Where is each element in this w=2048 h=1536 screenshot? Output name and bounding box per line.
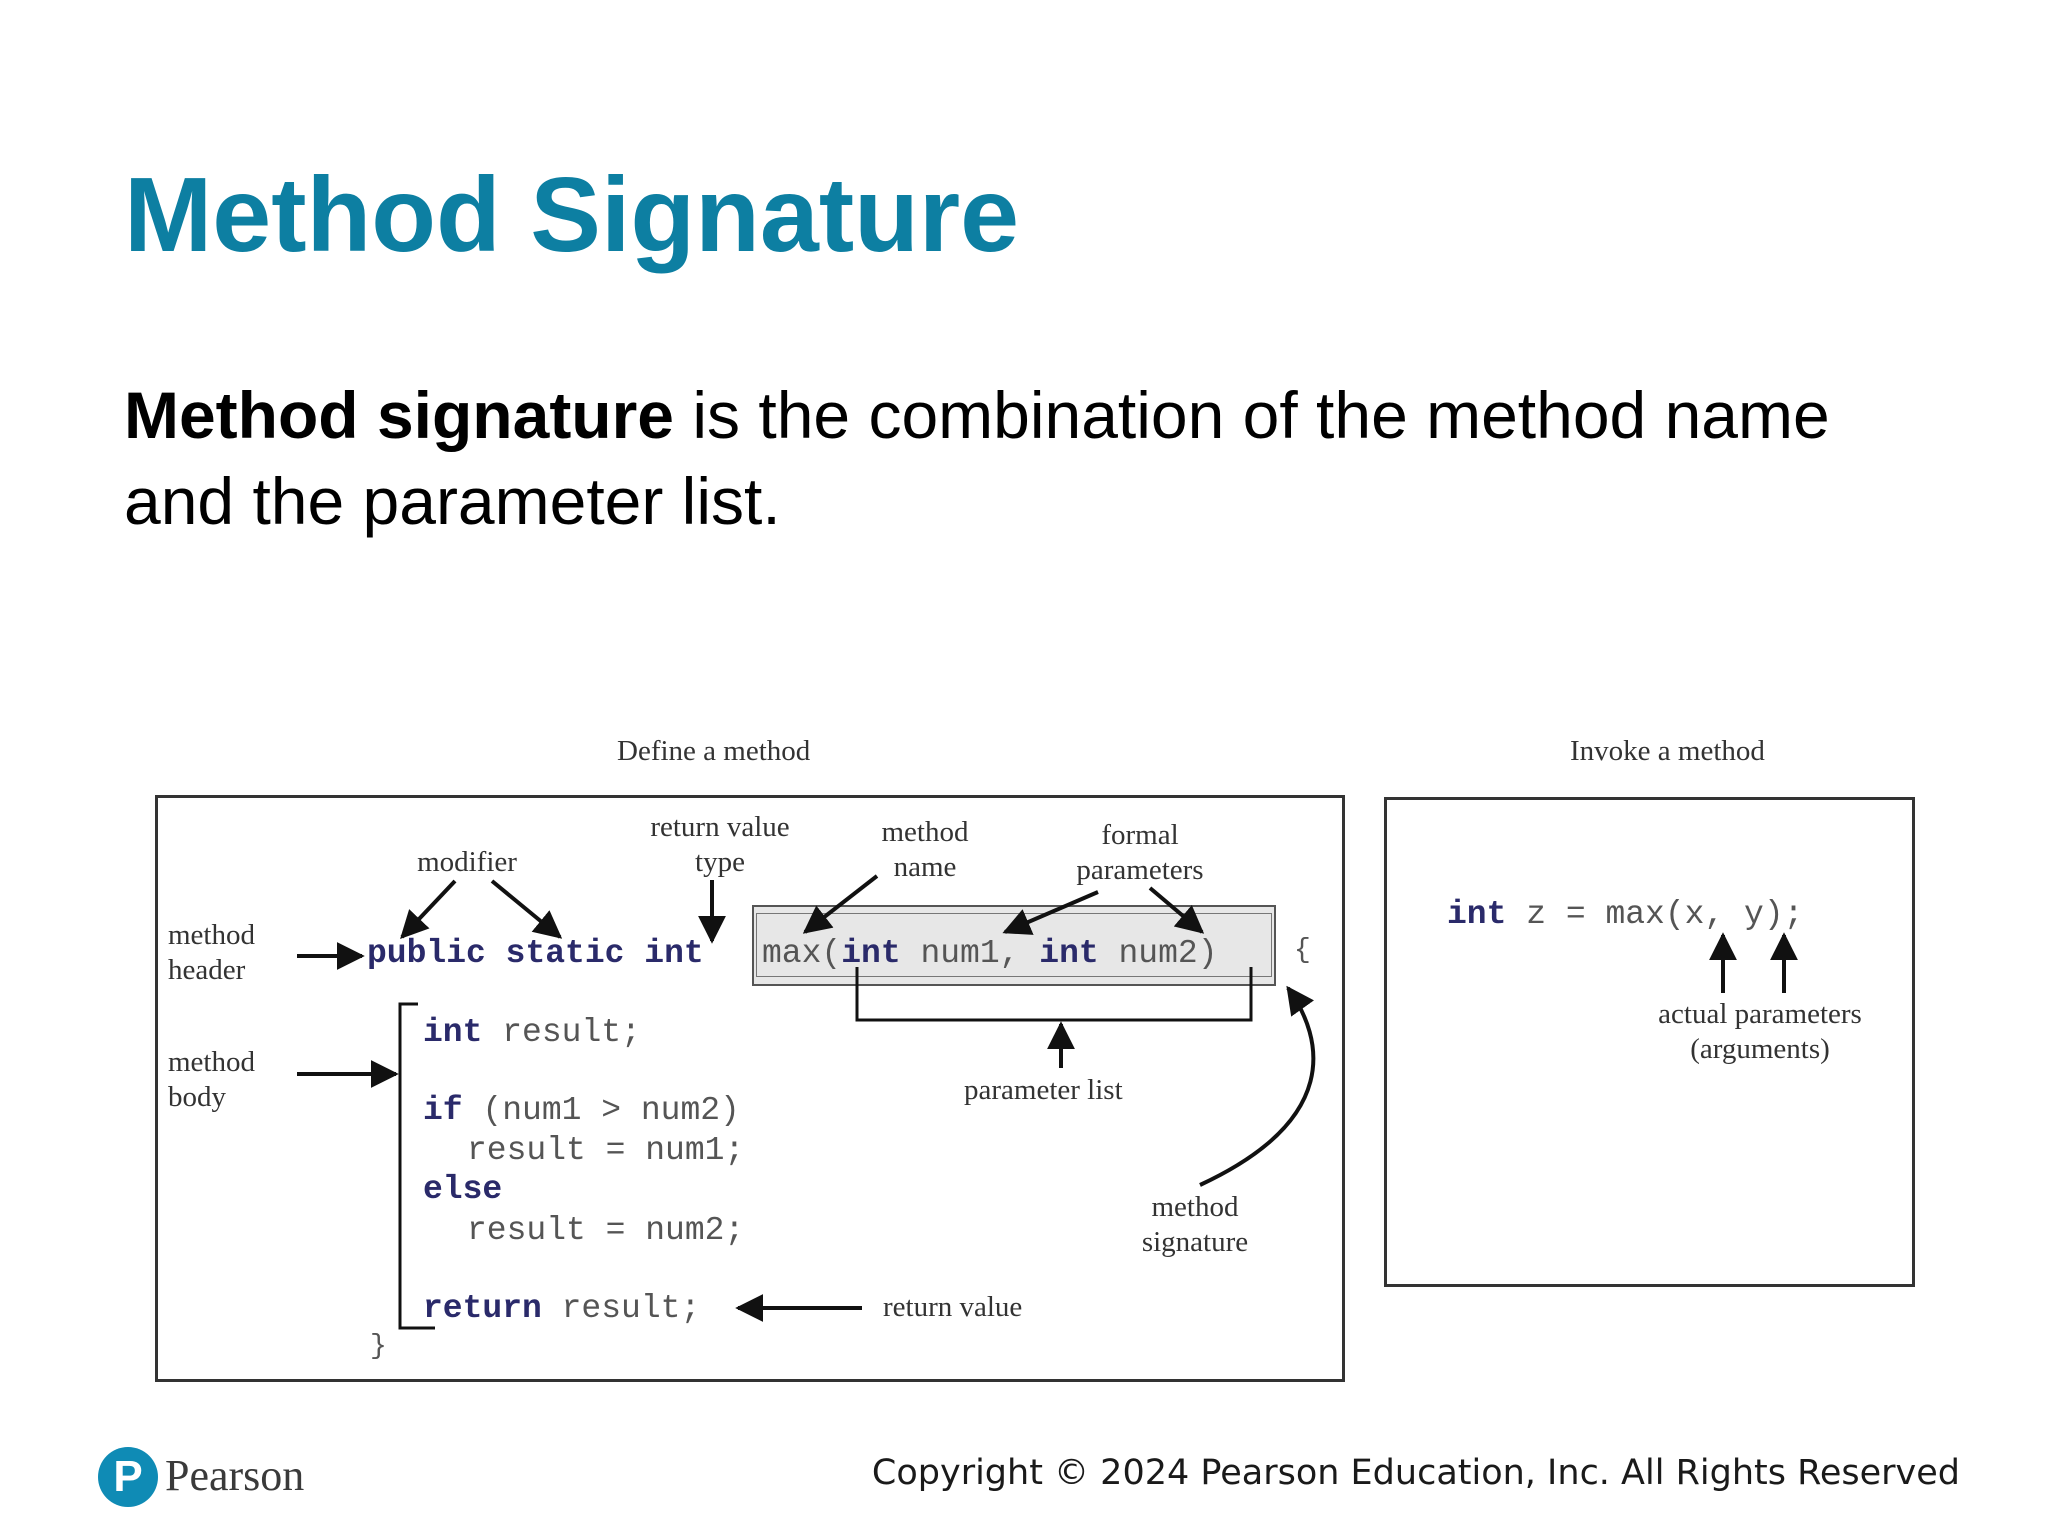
kw-int-return-type: int <box>644 935 704 972</box>
code-line-if: if (num1 > num2) <box>423 1094 740 1127</box>
label-modifier: modifier <box>417 846 517 878</box>
label-return-value: return value <box>883 1291 1023 1323</box>
invoke-kw-int: int <box>1447 896 1507 933</box>
kw-public: public <box>367 935 486 972</box>
kw-return: return <box>423 1290 542 1327</box>
pearson-logo-letter: P <box>113 1452 143 1501</box>
kw-if: if <box>423 1092 463 1129</box>
label-return-value-type-line2: type <box>695 846 745 878</box>
decl-kw-int: int <box>423 1014 483 1051</box>
label-method-name-line1: method <box>881 816 969 848</box>
method-header-code: public static int <box>367 937 704 970</box>
label-actual-parameters-line1: actual parameters <box>1658 998 1862 1030</box>
label-method-header-line2: header <box>168 954 246 986</box>
code-line-assign-1: result = num1; <box>467 1132 745 1169</box>
kw-static: static <box>505 935 625 972</box>
open-brace: { <box>1294 935 1311 966</box>
copyright-notice: Copyright © 2024 Pearson Education, Inc.… <box>871 1453 1960 1493</box>
code-line-declaration: int result; <box>423 1016 641 1049</box>
sig-method-name: max( <box>762 935 842 972</box>
label-return-value-type-line1: return value <box>650 811 790 843</box>
define-method-frame <box>155 795 1345 1382</box>
label-actual-parameters-line2: (arguments) <box>1690 1033 1830 1065</box>
code-line-else: else <box>423 1173 502 1206</box>
label-method-body-line1: method <box>168 1046 255 1078</box>
label-method-signature-line1: method <box>1151 1191 1239 1223</box>
code-line-return: return result; <box>423 1292 700 1325</box>
label-method-signature-line2: signature <box>1141 1226 1249 1258</box>
code-line-assign-2: result = num2; <box>467 1212 745 1249</box>
invoke-method-heading: Invoke a method <box>1570 735 1765 767</box>
decl-rest: result; <box>482 1014 641 1051</box>
definition-term: Method signature <box>124 378 675 452</box>
return-expr: result; <box>541 1290 701 1327</box>
definition-text: Method signature is the combination of t… <box>124 372 1944 544</box>
pearson-logo: P <box>98 1447 158 1507</box>
invoke-method-frame <box>1384 797 1915 1287</box>
label-formal-parameters-line1: formal <box>1101 819 1179 851</box>
sig-param-2: num2) <box>1098 935 1218 972</box>
label-method-name-line2: name <box>893 851 957 883</box>
method-signature-code: max(int num1, int num2) <box>762 937 1218 970</box>
sig-kw-int-2: int <box>1039 935 1099 972</box>
close-brace: } <box>370 1331 387 1362</box>
slide-title: Method Signature <box>124 156 1020 274</box>
label-parameter-list: parameter list <box>964 1074 1123 1106</box>
invoke-rest: z = max(x, y); <box>1506 896 1804 933</box>
invoke-code: int z = max(x, y); <box>1447 898 1803 931</box>
define-method-heading: Define a method <box>617 735 811 767</box>
label-method-body-line2: body <box>168 1081 226 1113</box>
definition-rest: is the combination of the method name an… <box>124 378 1830 538</box>
sig-kw-int-1: int <box>841 935 901 972</box>
pearson-wordmark: Pearson <box>165 1451 305 1500</box>
if-condition: (num1 > num2) <box>462 1092 740 1129</box>
label-method-header-line1: method <box>168 919 255 951</box>
label-formal-parameters-line2: parameters <box>1076 854 1204 886</box>
sig-param-1: num1, <box>900 935 1040 972</box>
kw-else: else <box>423 1171 503 1208</box>
